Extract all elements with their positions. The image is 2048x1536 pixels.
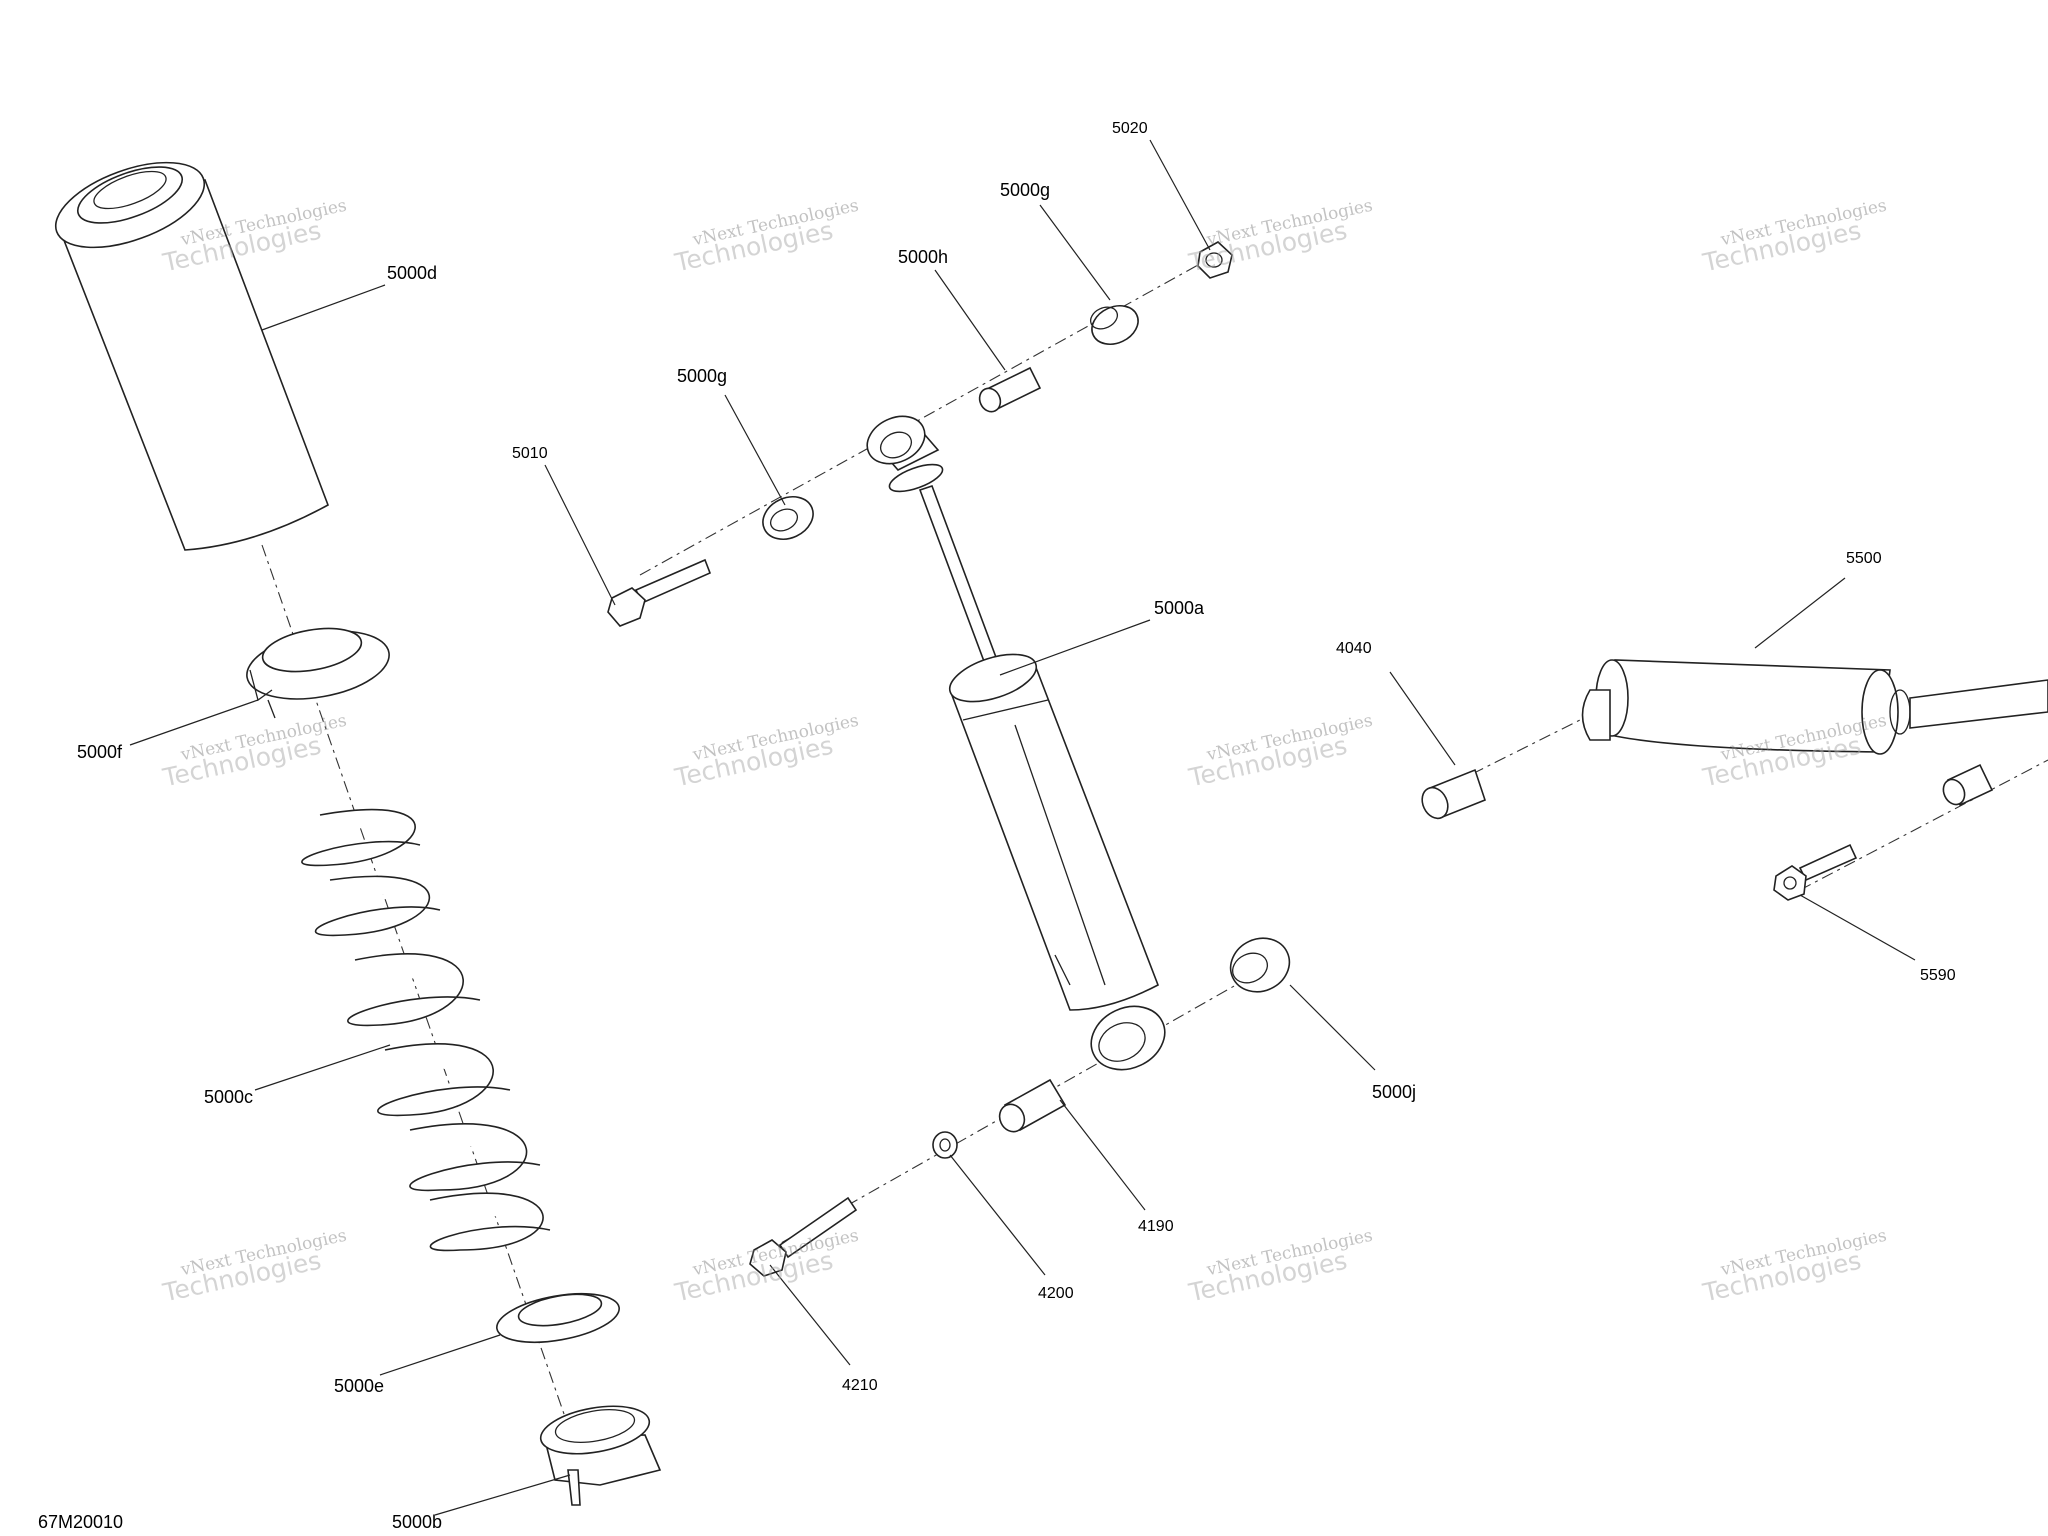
part-bushing-5000g-top[interactable]: [1086, 299, 1145, 352]
callout-5000j[interactable]: 5000j: [1372, 1082, 1417, 1102]
part-spacer-5000h[interactable]: [976, 366, 1042, 415]
part-adjuster-5000b[interactable]: [537, 1399, 662, 1506]
part-bolt-5010[interactable]: [607, 558, 712, 627]
part-bushing-5000j[interactable]: [1222, 929, 1298, 1001]
callout-4210[interactable]: 4210: [842, 1377, 878, 1394]
part-spacer-4190[interactable]: [995, 1078, 1067, 1136]
callout-5000b[interactable]: 5000b: [392, 1512, 443, 1532]
centerline-top-bolt: [639, 249, 1226, 576]
drawing-number: 67M20010: [38, 1512, 124, 1532]
callout-5000e[interactable]: 5000e: [334, 1376, 385, 1396]
part-nut-5020[interactable]: [1197, 241, 1233, 279]
part-washer-4200[interactable]: [932, 1131, 958, 1159]
callout-4200[interactable]: 4200: [1038, 1285, 1074, 1302]
part-collar-5000f[interactable]: [242, 621, 395, 719]
callout-5000a[interactable]: 5000a: [1154, 598, 1205, 618]
part-cover-5000d[interactable]: [45, 145, 329, 551]
part-bushing-right[interactable]: [1939, 763, 1994, 808]
part-bolt-5590[interactable]: [1773, 843, 1858, 901]
callout-5000f[interactable]: 5000f: [77, 742, 123, 762]
part-spacer-4040[interactable]: [1417, 768, 1486, 823]
part-shock-5500[interactable]: [1581, 659, 2048, 755]
callout-5590[interactable]: 5590: [1920, 967, 1956, 984]
leader-lines: [129, 139, 1916, 1516]
callout-4040[interactable]: 4040: [1336, 640, 1372, 657]
callout-5000g-top[interactable]: 5000g: [1000, 180, 1051, 200]
part-bushing-5000g-left[interactable]: [756, 489, 820, 547]
callout-5000g-left[interactable]: 5000g: [677, 366, 728, 386]
part-shock-5000a[interactable]: [860, 407, 1176, 1081]
callout-5000h[interactable]: 5000h: [898, 247, 949, 267]
callout-5020[interactable]: 5020: [1112, 120, 1148, 137]
part-spring-5000c[interactable]: [301, 808, 551, 1252]
callout-5010[interactable]: 5010: [512, 445, 548, 462]
callout-5000d[interactable]: 5000d: [387, 263, 438, 283]
callout-4190[interactable]: 4190: [1138, 1218, 1174, 1235]
centerline-right-lower: [1799, 759, 2048, 891]
part-seat-5000e[interactable]: [493, 1286, 623, 1351]
callout-5000c[interactable]: 5000c: [204, 1087, 254, 1107]
callout-5500[interactable]: 5500: [1846, 550, 1882, 567]
part-bolt-4210[interactable]: [749, 1196, 858, 1277]
